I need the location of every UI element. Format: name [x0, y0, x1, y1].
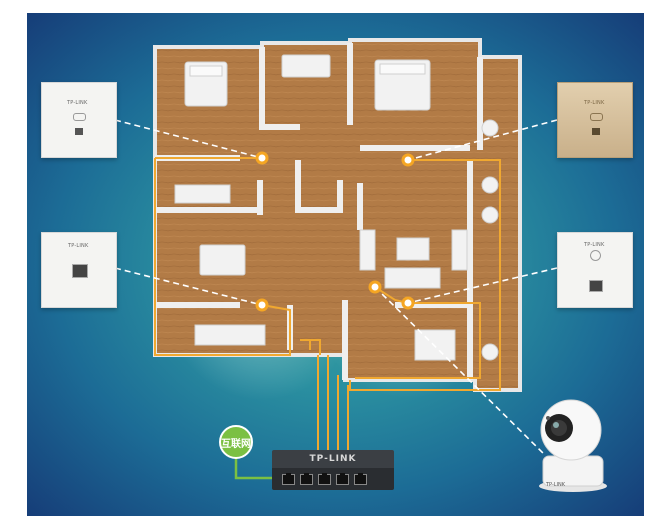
- panel-brand: TP-LINK: [584, 242, 605, 248]
- camera-brand: TP-LINK: [546, 482, 566, 488]
- switch-brand: TP-LINK: [309, 454, 357, 464]
- ethernet-port-icon: [282, 473, 295, 485]
- ethernet-port-icon: [318, 473, 331, 485]
- ethernet-port-icon: [336, 473, 349, 485]
- led-indicator-icon: [73, 113, 86, 121]
- panel-brand: TP-LINK: [68, 243, 89, 249]
- ethernet-cables: [154, 157, 501, 450]
- internet-line: [234, 455, 275, 480]
- access-point-dot: [255, 298, 269, 312]
- access-point-dot: [401, 153, 415, 167]
- access-points: [255, 151, 415, 312]
- access-point-dot: [401, 296, 415, 310]
- panel-brand: TP-LINK: [584, 100, 605, 106]
- ethernet-port-icon: [75, 128, 83, 135]
- wall-panel-ap-right-mid: TP-LINK: [557, 232, 633, 308]
- led-indicator-icon: [590, 113, 603, 121]
- wall-panel-ap-left-top: TP-LINK: [41, 82, 117, 158]
- ethernet-port-icon: [589, 280, 603, 292]
- led-indicator-icon: [590, 250, 601, 261]
- ethernet-port-icon: [354, 473, 367, 485]
- ethernet-port-icon: [592, 128, 600, 135]
- network-switch: TP-LINK: [272, 450, 394, 490]
- switch-top: TP-LINK: [272, 450, 394, 470]
- security-camera: [539, 399, 607, 492]
- access-point-dot: [255, 151, 269, 165]
- wall-panel-ap-left-mid: TP-LINK: [41, 232, 117, 308]
- panel-brand: TP-LINK: [67, 100, 88, 106]
- access-point-dot: [368, 280, 382, 294]
- internet-badge: 互联网: [219, 425, 253, 459]
- ethernet-port-icon: [72, 264, 88, 278]
- wall-panel-ap-right-top: TP-LINK: [557, 82, 633, 158]
- ethernet-port-icon: [300, 473, 313, 485]
- floor-plan: [153, 38, 522, 392]
- pointer-lines: [114, 119, 558, 456]
